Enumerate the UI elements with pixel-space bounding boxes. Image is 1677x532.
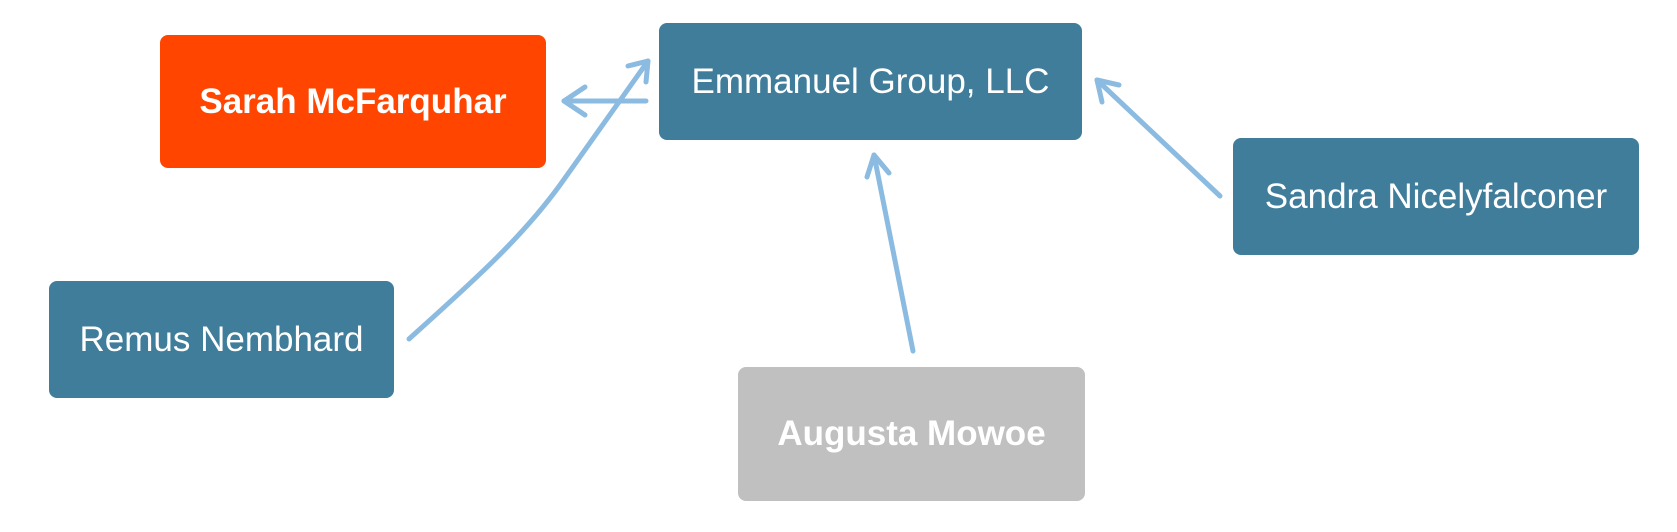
- arrowhead-sarah: [561, 84, 588, 118]
- node-label: Sandra Nicelyfalconer: [1264, 176, 1608, 216]
- arrowhead-emmanuel-from-augusta: [864, 152, 892, 180]
- node-label: Emmanuel Group, LLC: [691, 61, 1050, 101]
- node-remus-nembhard[interactable]: Remus Nembhard: [49, 281, 394, 398]
- node-label: Sarah McFarquhar: [199, 81, 507, 121]
- node-sarah-mcfarquhar[interactable]: Sarah McFarquhar: [160, 35, 546, 168]
- node-emmanuel-group-llc[interactable]: Emmanuel Group, LLC: [659, 23, 1082, 140]
- edge-augusta-to-emmanuel: [871, 152, 916, 354]
- node-sandra-nicelyfalconer[interactable]: Sandra Nicelyfalconer: [1233, 138, 1639, 255]
- node-label: Augusta Mowoe: [777, 414, 1046, 453]
- arrowhead-emmanuel-from-sandra: [1094, 77, 1122, 105]
- node-label: Remus Nembhard: [79, 319, 364, 359]
- edge-sandra-to-emmanuel: [1094, 77, 1223, 199]
- arrowhead-emmanuel-from-remus: [625, 58, 651, 85]
- node-augusta-mowoe[interactable]: Augusta Mowoe: [738, 367, 1085, 501]
- edge-remus-to-emmanuel: [406, 58, 651, 342]
